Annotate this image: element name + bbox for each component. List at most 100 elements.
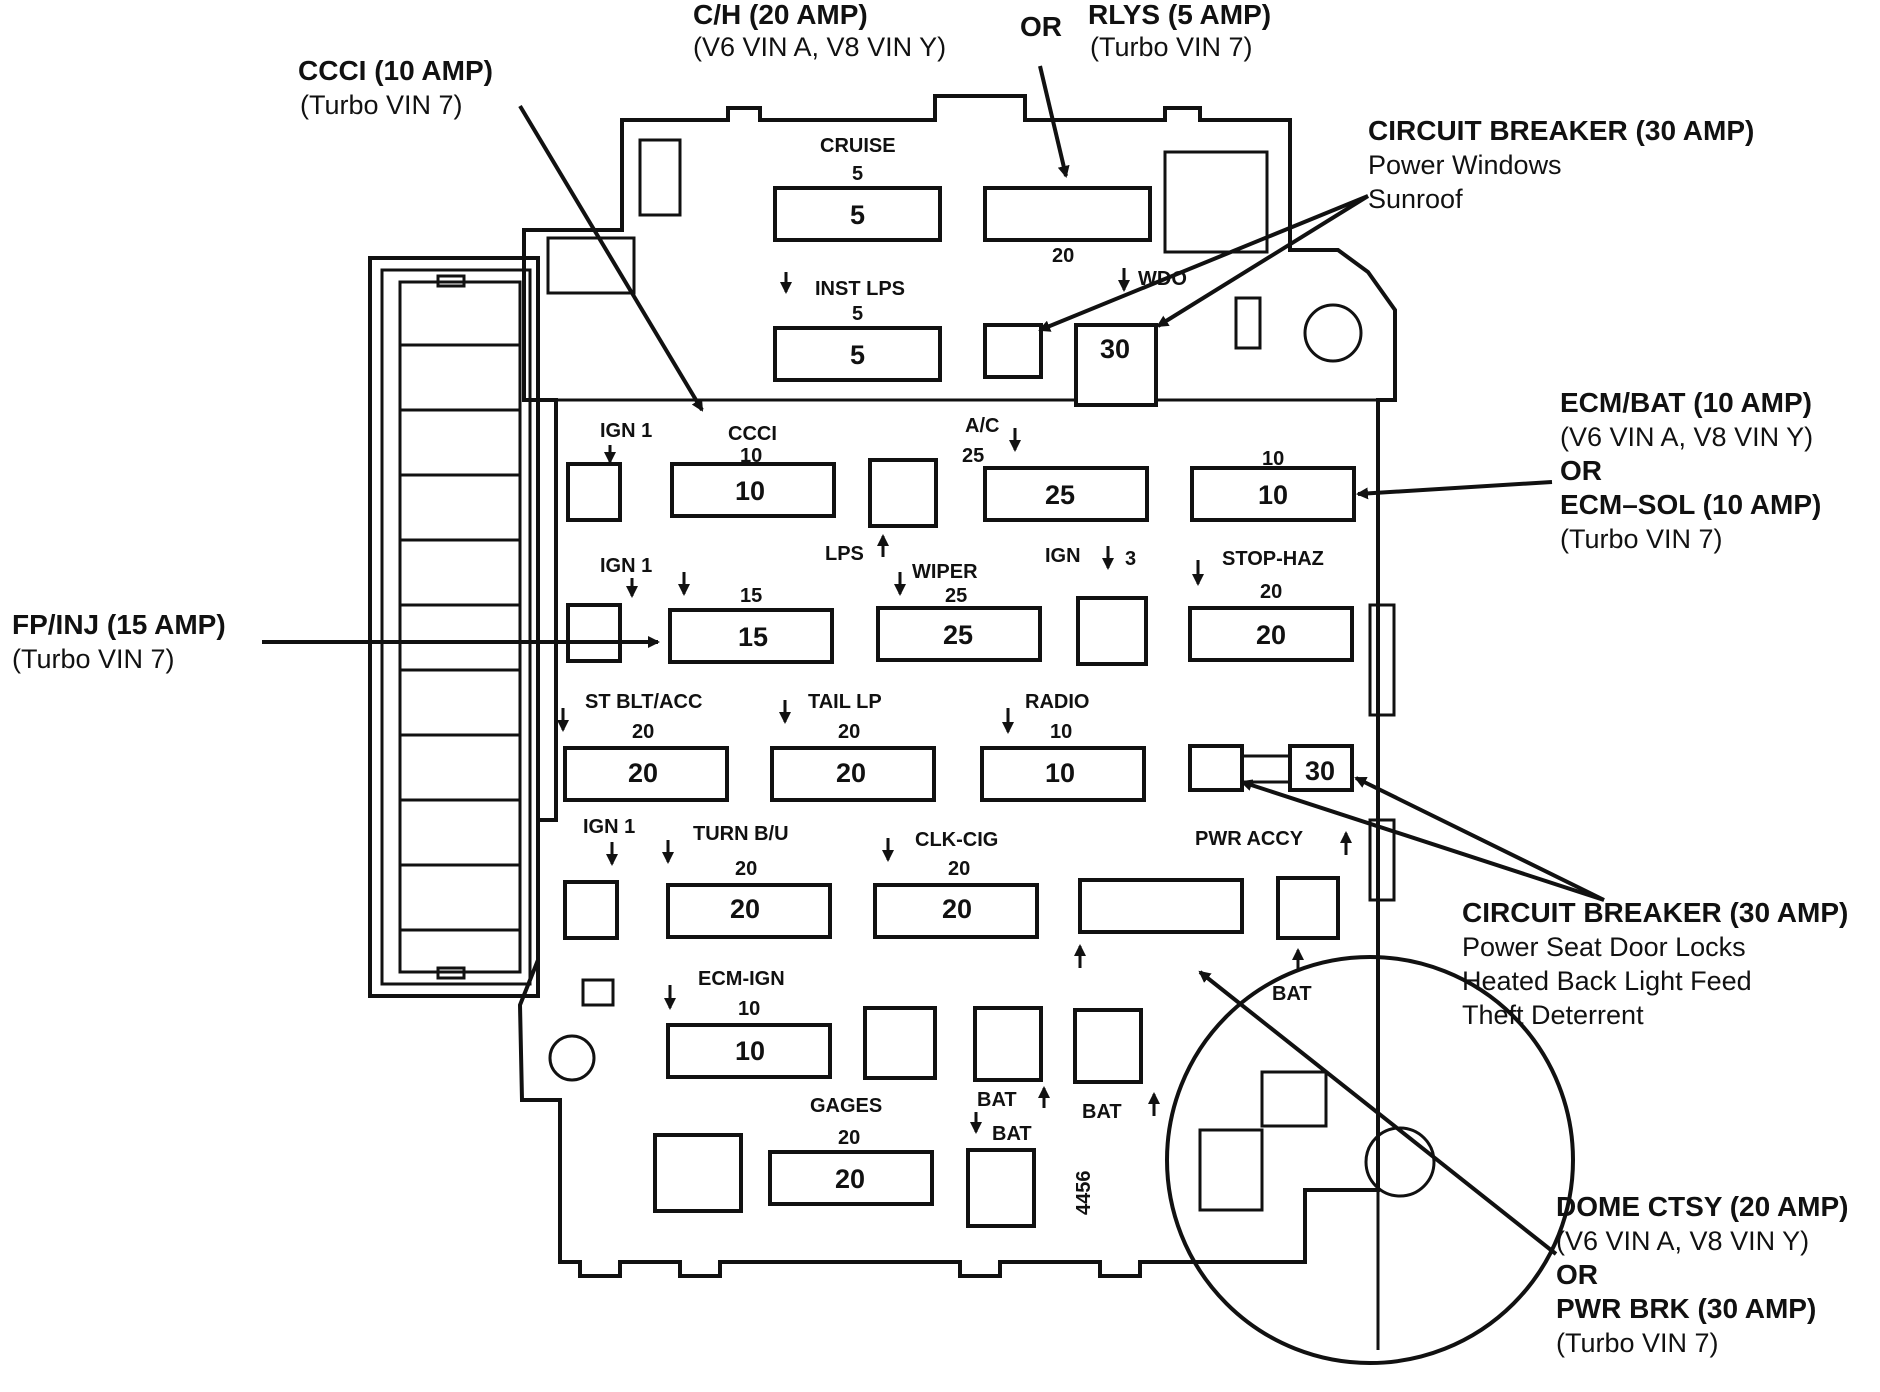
callout-dome-line3: OR xyxy=(1556,1259,1598,1290)
callout-ccci-title: CCCI (10 AMP) xyxy=(298,55,493,86)
left-connector-strip xyxy=(368,256,540,998)
label-fp-small: 15 xyxy=(740,585,762,607)
label-inst-lps: INST LPS xyxy=(815,278,905,300)
label-radio-small: 10 xyxy=(1050,721,1072,743)
fuse-st-blt-acc xyxy=(563,746,729,802)
label-clk-value: 20 xyxy=(942,894,972,924)
callout-rlys-sub: (Turbo VIN 7) xyxy=(1090,32,1253,62)
callout-cb-seat-title: CIRCUIT BREAKER (30 AMP) xyxy=(1462,897,1848,928)
label-ch-small: 20 xyxy=(1052,245,1074,267)
callout-cb-windows-title: CIRCUIT BREAKER (30 AMP) xyxy=(1368,115,1754,146)
fuse-stop-haz xyxy=(1188,606,1354,662)
label-ac: A/C xyxy=(965,415,999,437)
label-ign3-num: 3 xyxy=(1125,548,1136,570)
label-ccci-small: 10 xyxy=(740,445,762,467)
fuse-bat-3 xyxy=(1073,1008,1143,1084)
label-bat-1: BAT xyxy=(1272,983,1312,1005)
callouts: C/H (20 AMP) (V6 VIN A, V8 VIN Y) OR RLY… xyxy=(12,0,1848,1358)
callout-ecm-line3: OR xyxy=(1560,455,1602,486)
fuse-clk-cig xyxy=(873,883,1039,939)
callout-cb-windows-line3: Sunroof xyxy=(1368,184,1463,214)
label-st-value: 20 xyxy=(628,758,658,788)
label-ecm-ign: ECM-IGN xyxy=(698,968,785,990)
label-cruise-small: 5 xyxy=(852,163,863,185)
callout-fpinj-title: FP/INJ (15 AMP) xyxy=(12,609,226,640)
circuit-breaker-wdo xyxy=(1074,323,1158,407)
label-cruise-value: 5 xyxy=(850,200,865,230)
label-bat-3: BAT xyxy=(1082,1101,1122,1123)
label-st-small: 20 xyxy=(632,721,654,743)
callout-cb-seat-line2: Power Seat Door Locks xyxy=(1462,932,1746,962)
callout-dome-line2: (V6 VIN A, V8 VIN Y) xyxy=(1556,1226,1809,1256)
label-fp-value: 15 xyxy=(738,622,768,652)
label-ign3: IGN xyxy=(1045,545,1081,567)
label-ecm-value: 10 xyxy=(1258,480,1288,510)
fuse-ign1-b xyxy=(566,603,622,663)
callout-dome-line5: (Turbo VIN 7) xyxy=(1556,1328,1719,1358)
callout-ccci-sub: (Turbo VIN 7) xyxy=(300,90,463,120)
circuit-breaker-seat xyxy=(1288,744,1354,792)
label-ign1-a: IGN 1 xyxy=(600,420,652,442)
label-cb-value: 30 xyxy=(1100,334,1130,364)
fuse-cruise xyxy=(773,186,942,242)
fuse-turn-bu xyxy=(666,883,832,939)
label-inst-small: 5 xyxy=(852,303,863,325)
callout-cb-windows-line2: Power Windows xyxy=(1368,150,1562,180)
label-ccci-value: 10 xyxy=(735,476,765,506)
callout-dome-line1: DOME CTSY (20 AMP) xyxy=(1556,1191,1848,1222)
label-wiper-small: 25 xyxy=(945,585,967,607)
fuse-cavities xyxy=(563,186,1356,1228)
label-ecm-small: 10 xyxy=(1262,448,1284,470)
label-ccci: CCCI xyxy=(728,423,777,445)
label-stop-haz: STOP-HAZ xyxy=(1222,548,1324,570)
fuse-lps xyxy=(868,458,938,528)
label-gages-small: 20 xyxy=(838,1127,860,1149)
fuse-fp-inj xyxy=(668,608,834,664)
label-ecmign-value: 10 xyxy=(735,1036,765,1066)
label-tail-small: 20 xyxy=(838,721,860,743)
callout-rlys-title: RLYS (5 AMP) xyxy=(1088,0,1271,30)
fuse-ign1-c xyxy=(563,880,619,940)
label-bat-2: BAT xyxy=(977,1089,1017,1111)
label-ac-small: 25 xyxy=(962,445,984,467)
label-wiper: WIPER xyxy=(912,561,978,583)
fuse-wiper xyxy=(876,606,1042,662)
label-lps: LPS xyxy=(825,543,864,565)
callout-cb-seat-line4: Theft Deterrent xyxy=(1462,1000,1644,1030)
fuse-bat-2 xyxy=(973,1006,1043,1082)
fuse-gages-relay xyxy=(863,1006,937,1080)
fuse-ecm xyxy=(1190,466,1356,522)
callout-ch-title: C/H (20 AMP) xyxy=(693,0,868,30)
callout-ecm-line1: ECM/BAT (10 AMP) xyxy=(1560,387,1812,418)
label-radio-value: 10 xyxy=(1045,758,1075,788)
fuse-bat-4 xyxy=(966,1148,1036,1228)
fuse-ccci xyxy=(670,462,836,518)
label-cb2-value: 30 xyxy=(1305,756,1335,786)
label-turn-bu: TURN B/U xyxy=(693,823,789,845)
round-connector xyxy=(1165,955,1575,1365)
panel-labels: CRUISE 5 5 20 INST LPS 5 5 WDO 30 IGN 1 … xyxy=(583,135,1335,1215)
callout-or-top: OR xyxy=(1020,11,1062,42)
callout-cb-seat-line3: Heated Back Light Feed xyxy=(1462,966,1752,996)
label-cruise: CRUISE xyxy=(820,135,896,157)
fuse-relay-bottom xyxy=(653,1133,743,1213)
fuse-tail-lp xyxy=(770,746,936,802)
label-gages-value: 20 xyxy=(835,1164,865,1194)
callout-fpinj-sub: (Turbo VIN 7) xyxy=(12,644,175,674)
label-inst-value: 5 xyxy=(850,340,865,370)
label-bat-4: BAT xyxy=(992,1123,1032,1145)
fuse-ch xyxy=(983,186,1152,242)
label-ign1-c: IGN 1 xyxy=(583,816,635,838)
label-stop-value: 20 xyxy=(1256,620,1286,650)
label-part-number: 4456 xyxy=(1073,1171,1095,1216)
fuse-ecm-ign xyxy=(666,1023,832,1079)
label-wiper-value: 25 xyxy=(943,620,973,650)
panel-arrows xyxy=(557,268,1352,1134)
label-turn-value: 20 xyxy=(730,894,760,924)
fuse-block-housing xyxy=(517,94,1397,1278)
label-pwr-accy: PWR ACCY xyxy=(1195,828,1304,850)
label-st-blt-acc: ST BLT/ACC xyxy=(585,691,702,713)
callout-leaders xyxy=(262,65,1605,1256)
fuse-gages xyxy=(768,1150,934,1206)
circuit-breaker-pwr-accy xyxy=(1188,744,1244,792)
